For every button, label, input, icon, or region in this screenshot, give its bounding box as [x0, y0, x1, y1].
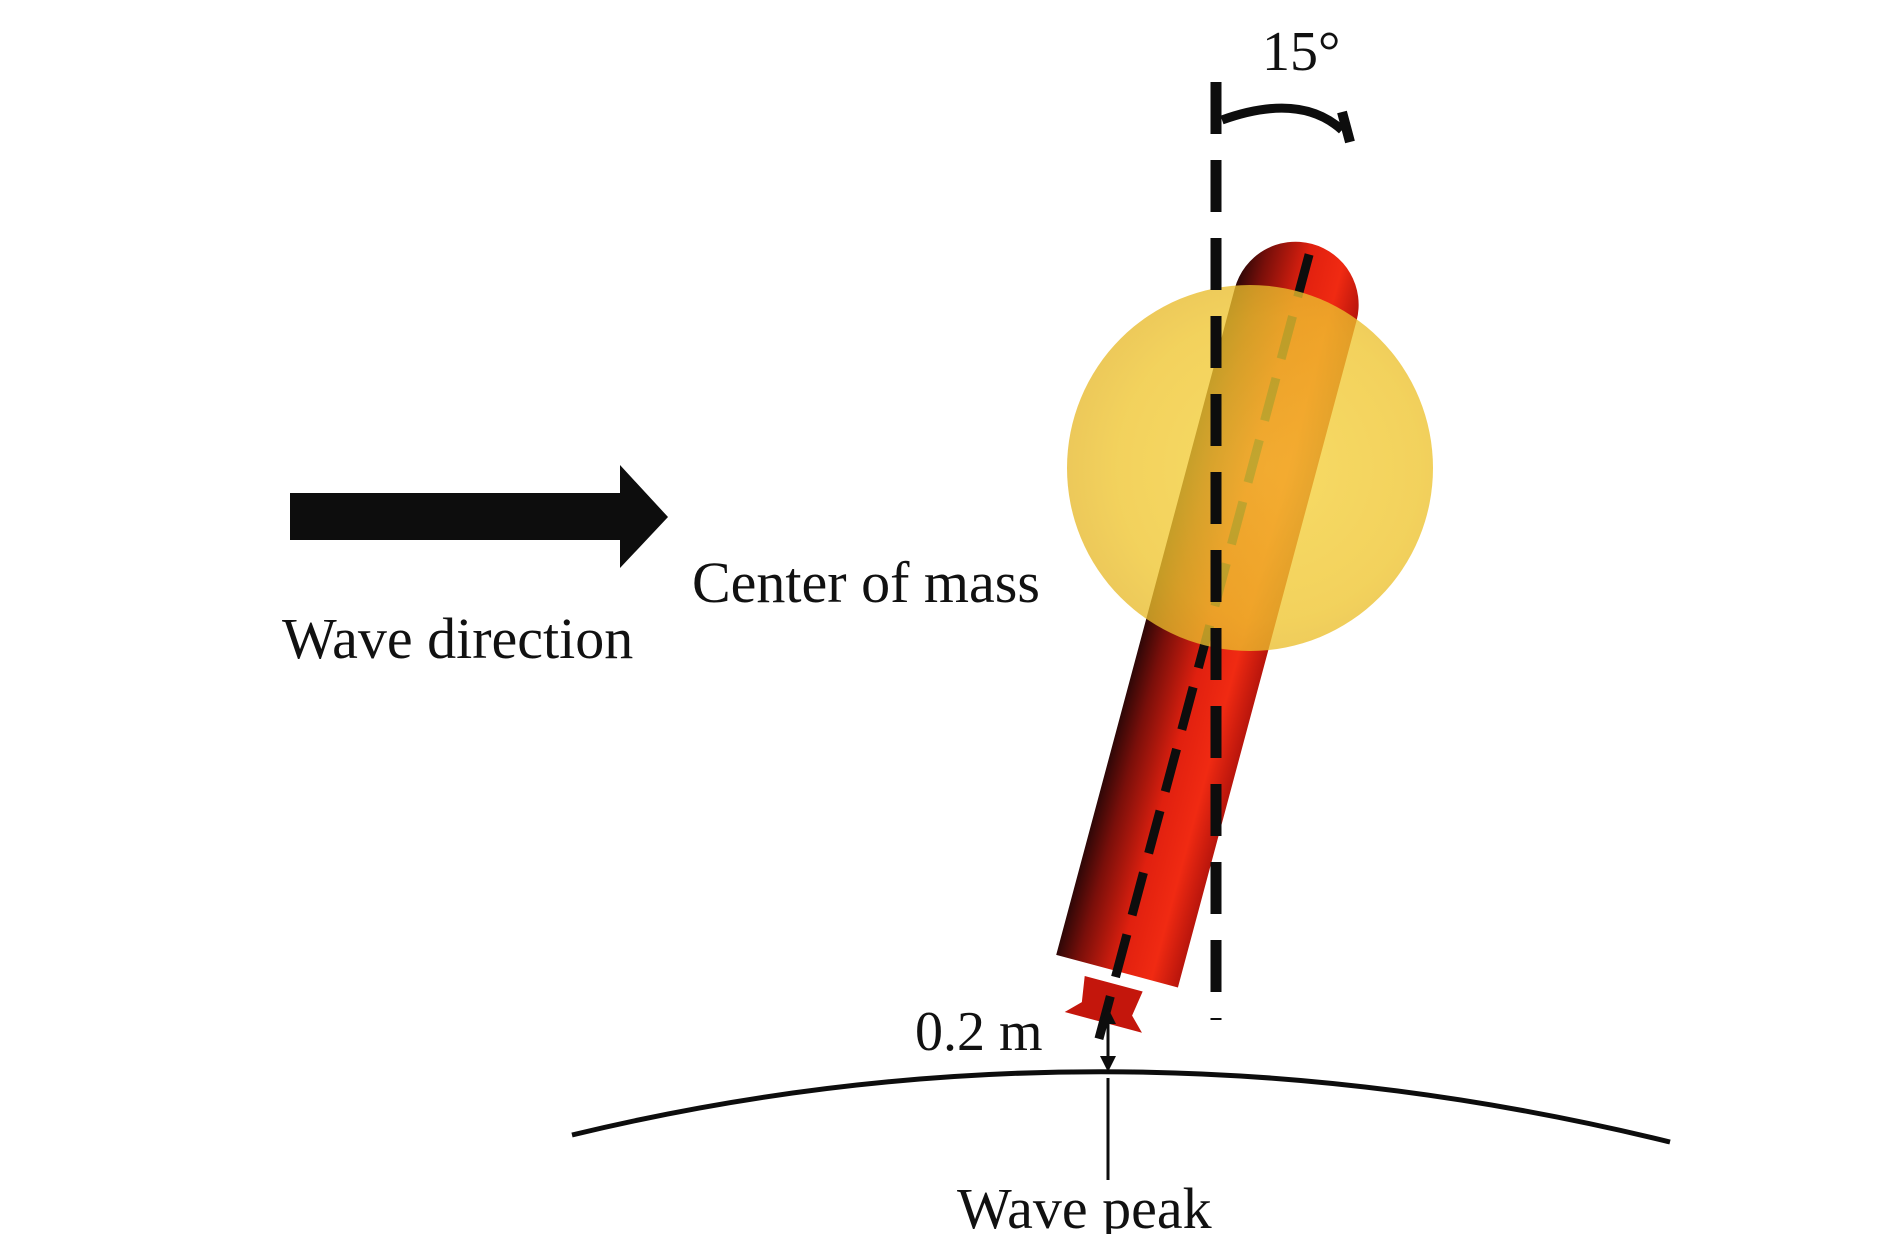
wave-direction-arrow: [290, 465, 668, 568]
center-of-mass-label: Center of mass: [692, 550, 1040, 615]
wave-surface: [571, 1069, 1671, 1145]
clearance-label: 0.2 m: [915, 1001, 1043, 1063]
wave-direction-label: Wave direction: [282, 606, 633, 671]
center-of-mass-sphere: [1067, 285, 1433, 651]
angle-label: 15°: [1262, 21, 1340, 83]
angle-indicator: [1220, 103, 1355, 144]
clearance-arrow: [1100, 1008, 1116, 1072]
wave-peak-label: Wave peak: [957, 1176, 1212, 1234]
